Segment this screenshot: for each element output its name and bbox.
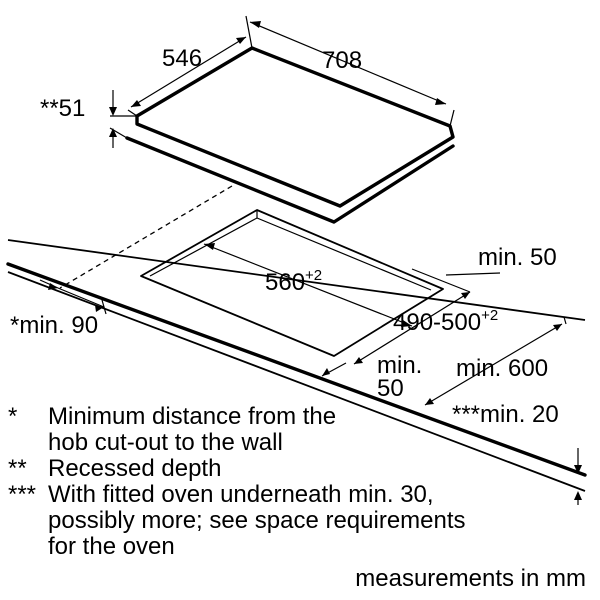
hob-bottom-edge bbox=[125, 136, 455, 224]
worktop-thickness-label: ***min. 20 bbox=[452, 401, 559, 428]
legend-row: *** With fitted oven underneath min. 30, bbox=[8, 482, 568, 508]
legend-row: hob cut-out to the wall bbox=[8, 430, 568, 456]
units-note: measurements in mm bbox=[355, 565, 586, 592]
legend-text: possibly more; see space requirements bbox=[48, 507, 466, 534]
legend-row: ** Recessed depth bbox=[8, 456, 568, 482]
hob-drawing bbox=[109, 15, 455, 224]
legend-text: hob cut-out to the wall bbox=[48, 429, 283, 456]
worktop-thickness-dimension: ***min. 20 bbox=[452, 401, 582, 505]
legend-text: for the oven bbox=[48, 533, 175, 560]
legend-row: * Minimum distance from the bbox=[8, 404, 568, 430]
legend-text: Recessed depth bbox=[48, 455, 222, 482]
legend-mark bbox=[8, 430, 48, 456]
cutout-width-tolerance: +2 bbox=[305, 267, 322, 284]
legend-mark: * bbox=[8, 403, 18, 430]
recessed-depth-dimension: **51 bbox=[40, 90, 117, 148]
hob-depth-label: 546 bbox=[162, 45, 202, 72]
hob-depth-dimension: 546 bbox=[130, 36, 247, 108]
legend-text: Minimum distance from the bbox=[48, 403, 337, 430]
cutout-width-dimension: 560+2 bbox=[203, 243, 413, 327]
cutout-depth-label: 490-500+2 bbox=[393, 307, 498, 336]
hob-width-label: 708 bbox=[322, 47, 362, 74]
front-gap-dimension: min. 50 bbox=[321, 352, 422, 402]
cutout-drawing bbox=[140, 209, 444, 357]
worktop-depth-dimension: min. 600 bbox=[424, 316, 567, 406]
rear-gap-label: min. 50 bbox=[478, 244, 557, 271]
worktop-front-edge-top bbox=[6, 262, 587, 477]
wall-distance-dimension: *min. 90 bbox=[10, 279, 107, 339]
legend-mark: *** bbox=[8, 481, 37, 508]
front-gap-label-line1: min. bbox=[377, 352, 422, 379]
front-gap-label-line2: 50 bbox=[377, 375, 404, 402]
rear-gap-dimension: min. 50 bbox=[445, 244, 557, 276]
legend-row: for the oven bbox=[8, 534, 568, 560]
wall-distance-label: *min. 90 bbox=[10, 312, 98, 339]
legend-mark bbox=[8, 534, 48, 560]
legend-row: possibly more; see space requirements bbox=[8, 508, 568, 534]
cutout-depth-tolerance: +2 bbox=[481, 307, 498, 324]
hob-projection-line bbox=[59, 185, 233, 289]
cutout-outline bbox=[140, 209, 444, 357]
hob-width-dimension: 708 bbox=[249, 21, 447, 105]
worktop-depth-label: min. 600 bbox=[456, 355, 548, 382]
legend-text: With fitted oven underneath min. 30, bbox=[48, 481, 434, 508]
cutout-width-label: 560+2 bbox=[265, 267, 322, 296]
legend-mark: ** bbox=[8, 455, 27, 482]
recessed-depth-label: **51 bbox=[40, 95, 85, 122]
legend-mark bbox=[8, 508, 48, 534]
cutout-depth-dimension: 490-500+2 bbox=[353, 268, 498, 365]
